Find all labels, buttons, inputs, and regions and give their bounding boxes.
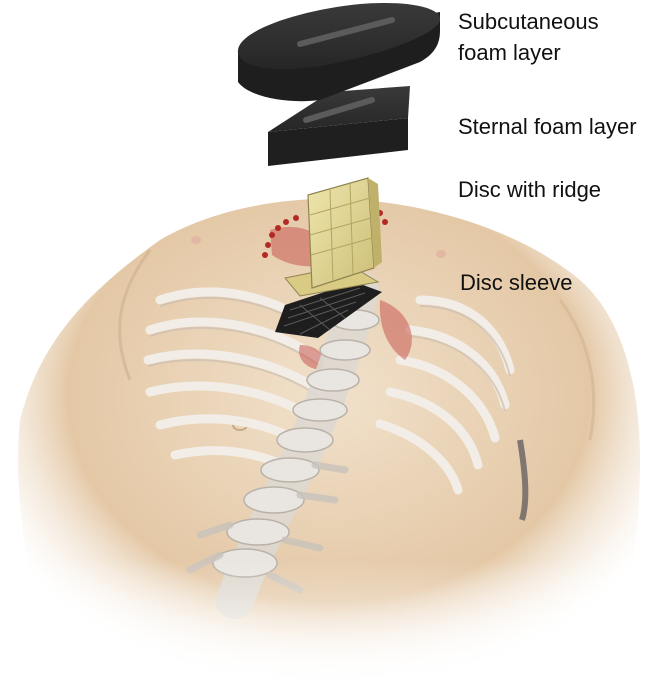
label-sternal-foam-layer: Sternal foam layer [458, 111, 637, 142]
label-disc-sleeve: Disc sleeve [460, 267, 572, 298]
label-disc-with-ridge: Disc with ridge [458, 174, 601, 205]
right-nipple-mark [436, 250, 446, 258]
label-subcutaneous-foam-layer: Subcutaneous foam layer [458, 6, 638, 68]
left-nipple-mark [191, 236, 201, 244]
bottom-fade [0, 560, 655, 691]
